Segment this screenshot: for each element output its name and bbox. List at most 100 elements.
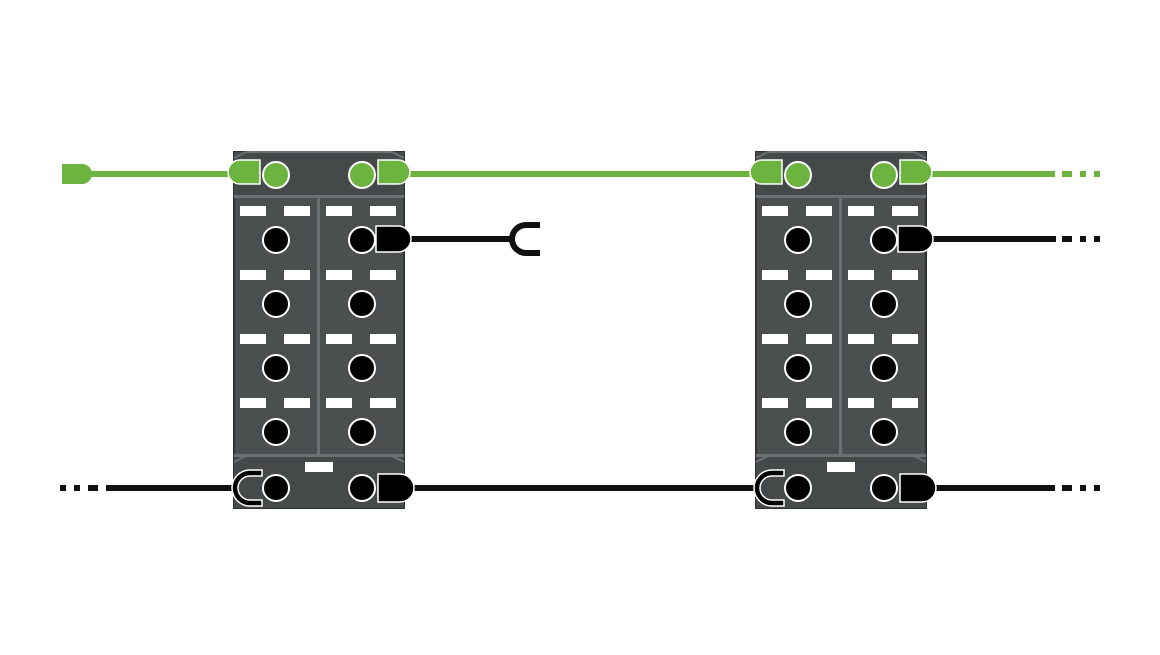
power-socket-in bbox=[231, 469, 263, 507]
network-port-in bbox=[784, 161, 812, 189]
network-cable-segment bbox=[90, 171, 230, 177]
power-continuation-dash bbox=[88, 485, 98, 491]
port-label-plate bbox=[326, 334, 352, 344]
io-port bbox=[262, 354, 290, 382]
module-separator bbox=[756, 454, 926, 457]
io-cable-segment bbox=[928, 236, 1056, 242]
network-cable-segment bbox=[410, 171, 750, 177]
power-continuation-dash bbox=[1062, 485, 1072, 491]
module-divider bbox=[839, 198, 842, 454]
io-continuation-dash bbox=[1062, 236, 1072, 242]
port-label-plate bbox=[806, 206, 832, 216]
port-label-plate bbox=[848, 334, 874, 344]
io-port bbox=[348, 354, 376, 382]
port-label-plate bbox=[284, 270, 310, 280]
port-label-plate bbox=[848, 270, 874, 280]
io-continuation-dash bbox=[1094, 236, 1100, 242]
io-port bbox=[784, 418, 812, 446]
port-label-plate bbox=[848, 398, 874, 408]
power-cable-segment bbox=[930, 485, 1055, 491]
port-label-plate bbox=[806, 334, 832, 344]
port-label-plate bbox=[892, 206, 918, 216]
io-port bbox=[262, 226, 290, 254]
network-cable-segment bbox=[930, 171, 1055, 177]
port-label-plate bbox=[326, 270, 352, 280]
power-label-plate bbox=[305, 462, 333, 472]
io-port bbox=[870, 418, 898, 446]
power-label-plate bbox=[827, 462, 855, 472]
port-label-plate bbox=[848, 206, 874, 216]
network-plug-left bbox=[62, 164, 92, 184]
power-plug-out bbox=[377, 473, 415, 503]
network-port-out bbox=[870, 161, 898, 189]
port-label-plate bbox=[284, 206, 310, 216]
network-plug-out bbox=[899, 159, 933, 185]
network-continuation-dash bbox=[1080, 171, 1086, 177]
port-label-plate bbox=[370, 270, 396, 280]
power-continuation-dash bbox=[60, 485, 66, 491]
power-port-out bbox=[348, 474, 376, 502]
port-label-plate bbox=[762, 334, 788, 344]
io-module bbox=[227, 151, 415, 509]
network-line bbox=[62, 164, 1100, 184]
io-continuation-dash bbox=[1080, 236, 1086, 242]
port-label-plate bbox=[892, 398, 918, 408]
power-line bbox=[60, 485, 1100, 491]
power-port-in bbox=[262, 474, 290, 502]
port-label-plate bbox=[806, 398, 832, 408]
network-continuation-dash bbox=[1062, 171, 1072, 177]
port-label-plate bbox=[326, 206, 352, 216]
io-port bbox=[870, 290, 898, 318]
port-label-plate bbox=[240, 398, 266, 408]
port-label-plate bbox=[370, 398, 396, 408]
port-label-plate bbox=[762, 206, 788, 216]
module-separator bbox=[756, 195, 926, 198]
io-port bbox=[870, 226, 898, 254]
io-port bbox=[784, 354, 812, 382]
port-label-plate bbox=[370, 334, 396, 344]
power-socket-in bbox=[753, 469, 785, 507]
port-label-plate bbox=[240, 206, 266, 216]
network-port-out bbox=[348, 161, 376, 189]
io-port bbox=[348, 290, 376, 318]
module-top-edge bbox=[233, 151, 405, 159]
io-cable-2 bbox=[928, 236, 1100, 242]
io-port bbox=[784, 290, 812, 318]
module-separator bbox=[234, 454, 404, 457]
network-continuation-dash bbox=[1094, 171, 1100, 177]
port-label-plate bbox=[240, 334, 266, 344]
power-continuation-dash bbox=[1094, 485, 1100, 491]
network-plug-in bbox=[227, 159, 261, 185]
io-port bbox=[262, 418, 290, 446]
power-port-out bbox=[870, 474, 898, 502]
network-port-in bbox=[262, 161, 290, 189]
port-label-plate bbox=[284, 334, 310, 344]
port-label-plate bbox=[370, 206, 396, 216]
io-module bbox=[749, 151, 937, 509]
module-divider bbox=[317, 198, 320, 454]
port-label-plate bbox=[762, 398, 788, 408]
network-plug-out bbox=[377, 159, 411, 185]
port-label-plate bbox=[240, 270, 266, 280]
port-label-plate bbox=[892, 270, 918, 280]
module-top-edge bbox=[755, 151, 927, 159]
power-plug-out bbox=[899, 473, 937, 503]
port-label-plate bbox=[326, 398, 352, 408]
io-cable bbox=[410, 222, 540, 256]
modules bbox=[227, 151, 937, 509]
power-cable-segment bbox=[106, 485, 236, 491]
power-cable-segment bbox=[410, 485, 755, 491]
module-separator bbox=[234, 195, 404, 198]
port-label-plate bbox=[806, 270, 832, 280]
power-continuation-dash bbox=[74, 485, 80, 491]
network-plug-in bbox=[749, 159, 783, 185]
port-label-plate bbox=[762, 270, 788, 280]
port-label-plate bbox=[892, 334, 918, 344]
io-port bbox=[784, 226, 812, 254]
io-cable-segment bbox=[410, 236, 510, 242]
io-socket-end bbox=[509, 222, 540, 256]
port-label-plate bbox=[284, 398, 310, 408]
power-continuation-dash bbox=[1080, 485, 1086, 491]
